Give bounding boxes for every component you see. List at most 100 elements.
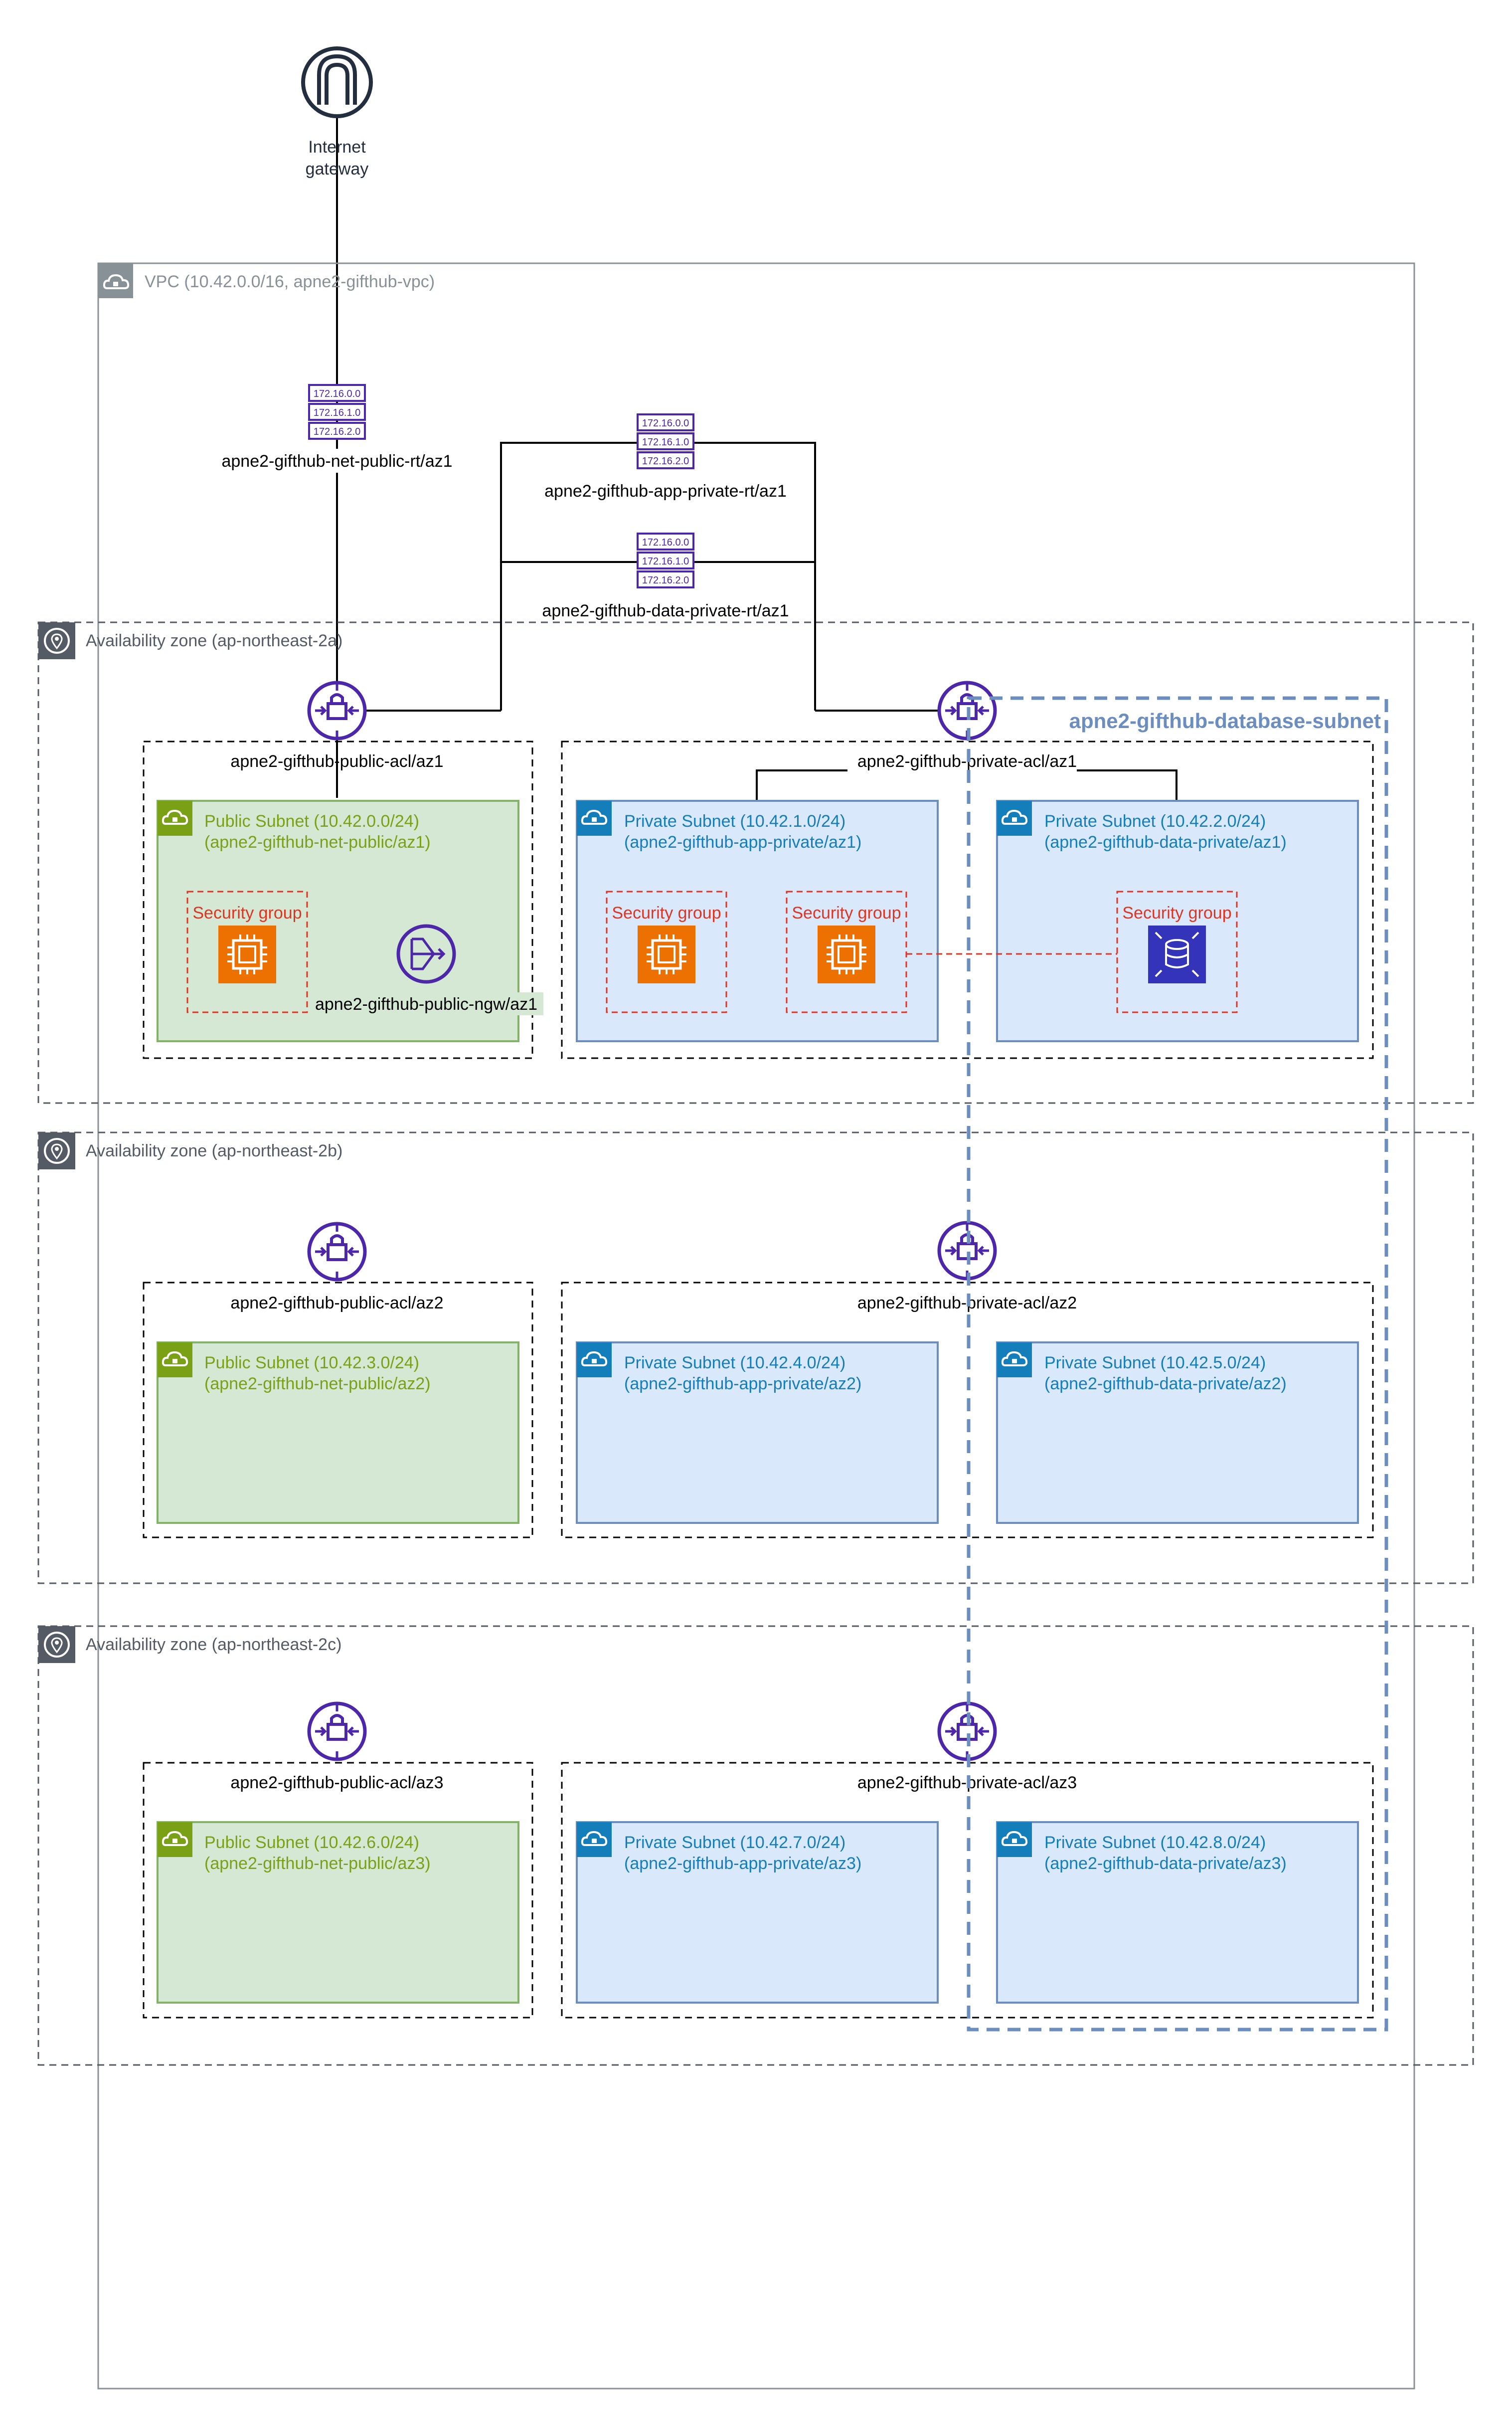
security-group-label: Security group (192, 904, 302, 923)
private-acl-az1-bracket (756, 769, 1177, 800)
network-acl-icon[interactable] (309, 683, 365, 739)
subnet-cloud-icon (576, 1341, 613, 1378)
security-group-rds[interactable]: Security group (1116, 891, 1238, 1013)
route-row-3: 172.16.2.0 (314, 426, 361, 437)
data-private-subnet[interactable] (996, 800, 1359, 1042)
subnet-cloud-icon (157, 800, 193, 837)
public-acl-group (143, 741, 533, 1059)
subnet-cloud-icon (576, 1821, 613, 1858)
route-table-public[interactable]: 172.16.0.0 172.16.1.0 172.16.2.0 apne2-g… (209, 384, 465, 473)
public-acl-label: apne2-gifthub-public-acl/az2 (230, 1294, 443, 1312)
ec2-icon (218, 926, 276, 983)
private-acl-group (561, 741, 1374, 1059)
security-group-public-ec2[interactable]: Security group (186, 891, 308, 1013)
data-subnet-line1: Private Subnet (10.42.2.0/24) (1044, 812, 1266, 831)
route-table-icon (637, 413, 694, 469)
availability-zone-2b: Availability zone (ap-northeast-2b) apne… (37, 1131, 1474, 1584)
vpc-boundary (97, 262, 1415, 2390)
public-subnet-line1: Public Subnet (10.42.0.0/24) (204, 812, 419, 831)
internet-gateway[interactable]: Internet gateway (301, 46, 373, 179)
public-acl-group (143, 1282, 533, 1538)
location-pin-icon (37, 621, 76, 660)
route-row-1: 172.16.0.0 (642, 537, 689, 548)
route-row-2: 172.16.1.0 (314, 407, 361, 418)
az-label: Availability zone (ap-northeast-2b) (86, 1141, 342, 1160)
security-group-label: Security group (792, 904, 901, 923)
ec2-icon (818, 926, 875, 983)
app-subnet-line1: Private Subnet (10.42.4.0/24) (624, 1353, 845, 1372)
az-label: Availability zone (ap-northeast-2c) (86, 1635, 341, 1654)
data-subnet-line1: Private Subnet (10.42.5.0/24) (1044, 1353, 1266, 1372)
network-acl-icon[interactable] (939, 1703, 995, 1759)
subnet-cloud-icon (996, 800, 1033, 837)
availability-zone-2c: Availability zone (ap-northeast-2c) apne… (37, 1625, 1474, 2066)
route-table-app-private[interactable]: 172.16.0.0 172.16.1.0 172.16.2.0 apne2-g… (544, 413, 787, 501)
security-group-label: Security group (612, 904, 721, 923)
availability-zone-2a: Availability zone (ap-northeast-2a) apne… (37, 621, 1474, 1104)
public-acl-group (143, 1762, 533, 2019)
route-row-1: 172.16.0.0 (642, 418, 689, 429)
app-subnet-line2: (apne2-gifthub-app-private/az3) (624, 1854, 861, 1873)
route-row-1: 172.16.0.0 (314, 388, 361, 399)
internet-gateway-label-line1: Internet (308, 138, 366, 157)
app-subnet-line2: (apne2-gifthub-app-private/az2) (624, 1374, 861, 1393)
internet-gateway-label-line2: gateway (306, 160, 369, 179)
public-acl-label: apne2-gifthub-public-acl/az3 (230, 1773, 443, 1792)
app-private-subnet[interactable] (576, 800, 939, 1042)
az-boundary (37, 1131, 1474, 1584)
nat-gateway[interactable]: apne2-gifthub-public-ngw/az1 (309, 924, 543, 1015)
database-subnet-group[interactable]: apne2-gifthub-database-subnet (967, 696, 1388, 2032)
subnet-cloud-icon (996, 1821, 1033, 1858)
app-private-subnet[interactable] (576, 1821, 939, 2004)
app-subnet-line1: Private Subnet (10.42.7.0/24) (624, 1833, 845, 1852)
public-subnet-line1: Public Subnet (10.42.6.0/24) (204, 1833, 419, 1852)
security-group-app-ec2-1[interactable]: Security group (606, 891, 727, 1013)
app-subnet-line1: Private Subnet (10.42.1.0/24) (624, 812, 845, 831)
route-table-icon (308, 384, 366, 440)
security-group-label: Security group (1122, 904, 1231, 923)
az-label: Availability zone (ap-northeast-2a) (86, 631, 342, 650)
route-table-public-label: apne2-gifthub-net-public-rt/az1 (221, 452, 452, 471)
data-subnet-line2: (apne2-gifthub-data-private/az3) (1044, 1854, 1287, 1873)
ec2-icon (638, 926, 695, 983)
data-subnet-line2: (apne2-gifthub-data-private/az2) (1044, 1374, 1287, 1393)
public-subnet-line1: Public Subnet (10.42.3.0/24) (204, 1353, 419, 1372)
private-acl-group (561, 1762, 1374, 2019)
public-subnet[interactable] (157, 1821, 519, 2004)
app-subnet-line2: (apne2-gifthub-app-private/az1) (624, 833, 861, 852)
route-table-app-private-label: apne2-gifthub-app-private-rt/az1 (544, 482, 787, 501)
location-pin-icon (37, 1625, 76, 1664)
route-row-2: 172.16.1.0 (642, 556, 689, 567)
route-table-data-private-label: apne2-gifthub-data-private-rt/az1 (542, 601, 789, 620)
network-acl-icon[interactable] (309, 1703, 365, 1759)
location-pin-icon (37, 1131, 76, 1170)
public-subnet[interactable] (157, 1341, 519, 1524)
az-boundary (37, 1625, 1474, 2066)
route-table-icon (637, 533, 694, 588)
data-subnet-line2: (apne2-gifthub-data-private/az1) (1044, 833, 1287, 852)
internet-gateway-icon (301, 46, 373, 118)
data-private-subnet[interactable] (996, 1821, 1359, 2004)
security-group-app-ec2-2[interactable]: Security group (786, 891, 907, 1013)
subnet-cloud-icon (157, 1341, 193, 1378)
database-subnet-group-boundary (967, 696, 1388, 2032)
data-subnet-line1: Private Subnet (10.42.8.0/24) (1044, 1833, 1266, 1852)
subnet-cloud-icon (157, 1821, 193, 1858)
route-row-2: 172.16.1.0 (642, 437, 689, 448)
vpc-cloud-icon (98, 263, 133, 298)
subnet-cloud-icon (996, 1341, 1033, 1378)
route-row-3: 172.16.2.0 (642, 456, 689, 467)
az-boundary (37, 621, 1474, 1104)
network-acl-icon[interactable] (309, 1224, 365, 1280)
data-private-subnet[interactable] (996, 1341, 1359, 1524)
private-acl-group (561, 1282, 1374, 1538)
public-subnet-line2: (apne2-gifthub-net-public/az1) (204, 833, 431, 852)
database-subnet-group-label: apne2-gifthub-database-subnet (1069, 709, 1381, 733)
app-private-subnet[interactable] (576, 1341, 939, 1524)
nat-gateway-icon (396, 924, 456, 984)
route-table-data-private[interactable]: 172.16.0.0 172.16.1.0 172.16.2.0 apne2-g… (542, 533, 789, 620)
vpc-label: VPC (10.42.0.0/16, apne2-gifthub-vpc) (145, 272, 435, 291)
public-subnet-line2: (apne2-gifthub-net-public/az3) (204, 1854, 431, 1873)
subnet-cloud-icon (576, 800, 613, 837)
